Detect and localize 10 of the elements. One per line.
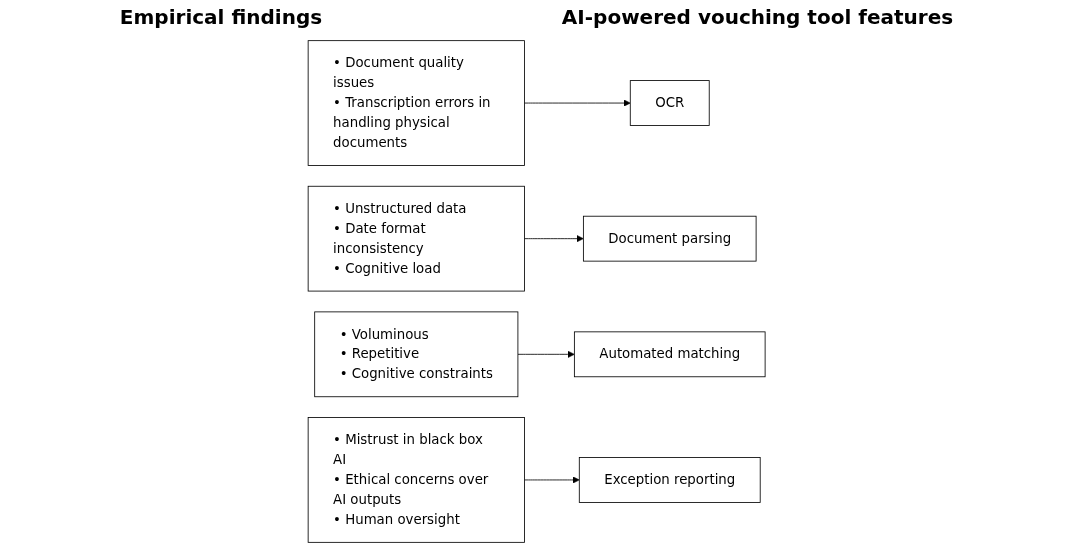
node-box: • Document quality issues • Transcription errors in handling physical documents bbox=[307, 40, 525, 166]
column-heading: Empirical findings bbox=[119, 5, 323, 29]
node-box: Document parsing bbox=[582, 215, 757, 262]
column-heading: AI-powered vouching tool features bbox=[561, 5, 954, 29]
node-box: • Mistrust in black box AI • Ethical concerns over AI outputs • Human oversight bbox=[307, 417, 525, 543]
node-box: OCR bbox=[629, 80, 710, 126]
node-box: • Voluminous • Repetitive • Cognitive constraints bbox=[314, 311, 519, 398]
node-box: Automated matching bbox=[573, 331, 766, 378]
node-box: Exception reporting bbox=[578, 457, 761, 503]
node-box: • Unstructured data • Date format inconsistency • Cognitive load bbox=[307, 185, 525, 292]
